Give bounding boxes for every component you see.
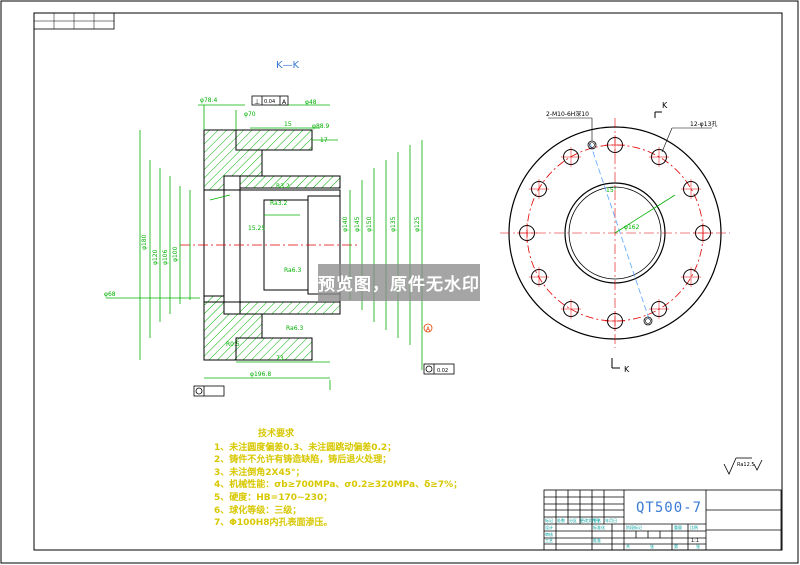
note-item-1: 1、未注圆度偏差0.3、未注圆跳动偏差0.2； [214, 442, 397, 453]
tb-label-13: 批准 [593, 537, 601, 543]
tapped-hole-callout: 2-M10-6H深10 [546, 110, 589, 118]
dim-d7: φ120 [152, 249, 159, 265]
note-item-4: 4、机械性能：σb≥700MPa、σ0.2≥320MPa、δ≥7%； [214, 480, 463, 491]
dim-l3: 73 [276, 355, 284, 362]
watermark-banner: 预览图，原件无水印 [318, 264, 480, 301]
inner-border [33, 12, 783, 551]
dim-d12: φ150 [366, 216, 373, 232]
runout-value: 0.02 [437, 368, 448, 374]
dim-d8: φ106 [162, 249, 169, 265]
dim-d4: φ88.9 [312, 123, 330, 130]
flatness-frame: ⊥ 0.04 A [251, 95, 289, 106]
dim-l5: R3.2 [276, 183, 290, 190]
tb-label-9: 重量 [674, 524, 682, 530]
tb-label-15: 张 [650, 543, 654, 549]
thru-hole-callout: 12-φ13孔 [690, 120, 717, 128]
dim-l8: Ra6.3 [286, 325, 303, 332]
dim-l9: R0.5 [226, 341, 240, 348]
roughness-note: Ra12.5 [737, 462, 755, 468]
tb-label-8: 阶段标记 [626, 524, 642, 530]
note-item-3: 3、未注倒角2X45°； [214, 467, 305, 478]
tb-label-11: 审核 [545, 531, 553, 537]
tb-label-7: 标准化 [593, 524, 605, 530]
dim-l7: Ra6.3 [284, 267, 301, 274]
view-marker-top: K [662, 101, 668, 110]
tb-label-12: 工艺 [545, 538, 553, 543]
tb-label-16: 第 [674, 543, 678, 549]
flatness-symbol: ⊥ [254, 98, 260, 106]
bolt-holes [517, 135, 713, 331]
note-item-5: 5、硬度：HB=170~230； [214, 492, 333, 503]
dim-l1: 15 [284, 121, 292, 128]
title-block-grid [543, 489, 782, 551]
dimension-lines [106, 104, 423, 390]
front-view [500, 111, 730, 369]
dim-d11: φ145 [354, 216, 361, 232]
dim-l6: Ra3.2 [270, 200, 287, 207]
runout-frame-right: 0.02 [423, 363, 455, 375]
datum-marker: A [423, 323, 433, 333]
dim-d1: φ78.4 [200, 97, 218, 104]
dim-d14: φ125 [414, 216, 421, 232]
tb-label-6: 设计 [545, 524, 553, 530]
note-item-7: 7、Φ100H8内孔表面渗压。 [214, 518, 333, 529]
tb-label-10: 比例 [690, 524, 698, 530]
tb-label-3: 更改文件号 [580, 517, 600, 523]
angle-label: 15° [606, 187, 617, 194]
title-block-scale: 1:1 [691, 538, 699, 544]
runout-frame-left [193, 385, 225, 397]
dim-l4: 17 [320, 137, 328, 144]
tb-label-4: 签名 [593, 517, 601, 523]
dim-d10: φ140 [342, 216, 349, 232]
material-label: QT500-7 [636, 500, 703, 516]
tb-label-14: 共 [626, 543, 630, 549]
tb-label-17: 张 [696, 543, 700, 549]
dim-d5: φ68 [104, 291, 116, 298]
note-item-2: 2、铸件不允许有铸造缺陷，铸后退火处理； [214, 455, 392, 466]
front-view-text: 2-M10-6H深10 12-φ13孔 K K 15° φ162 [546, 101, 717, 374]
view-marker-bottom: K [624, 365, 630, 374]
dim-d3: φ70 [244, 111, 256, 118]
technical-requirements: 技术要求 1、未注圆度偏差0.3、未注圆跳动偏差0.2； 2、铸件不允许有铸造缺… [214, 428, 544, 530]
flatness-value: 0.04 [264, 99, 275, 105]
dim-d2: φ48 [305, 99, 317, 106]
dim-d6: φ180 [141, 234, 148, 250]
dim-d9: φ100 [172, 246, 179, 262]
dim-l2: 15.25 [248, 225, 265, 232]
dim-d15: φ196.8 [250, 371, 271, 378]
section-body [180, 129, 360, 361]
notes-title: 技术要求 [258, 429, 295, 439]
roughness-symbol [723, 457, 763, 475]
tb-label-0: 标记 [545, 517, 553, 523]
dimension-text: φ78.4 φ48 φ70 φ88.9 φ68 φ180 φ120 φ106 φ… [104, 97, 421, 378]
dim-d13: φ135 [390, 216, 397, 232]
datum-label: A [426, 326, 431, 333]
tb-label-1: 处数 [557, 517, 565, 523]
title-block-labels: 标记 处数 分区 更改文件号 签名 年月日 设计 标准化 阶段标记 重量 比例 … [545, 517, 700, 549]
tb-label-2: 分区 [569, 517, 577, 523]
section-label: K—K [276, 60, 300, 71]
note-item-6: 6、球化等级：三级； [214, 505, 302, 516]
flatness-datum: A [282, 99, 287, 106]
tb-label-5: 年月日 [605, 517, 617, 523]
bolt-circle-label: φ162 [624, 224, 640, 231]
